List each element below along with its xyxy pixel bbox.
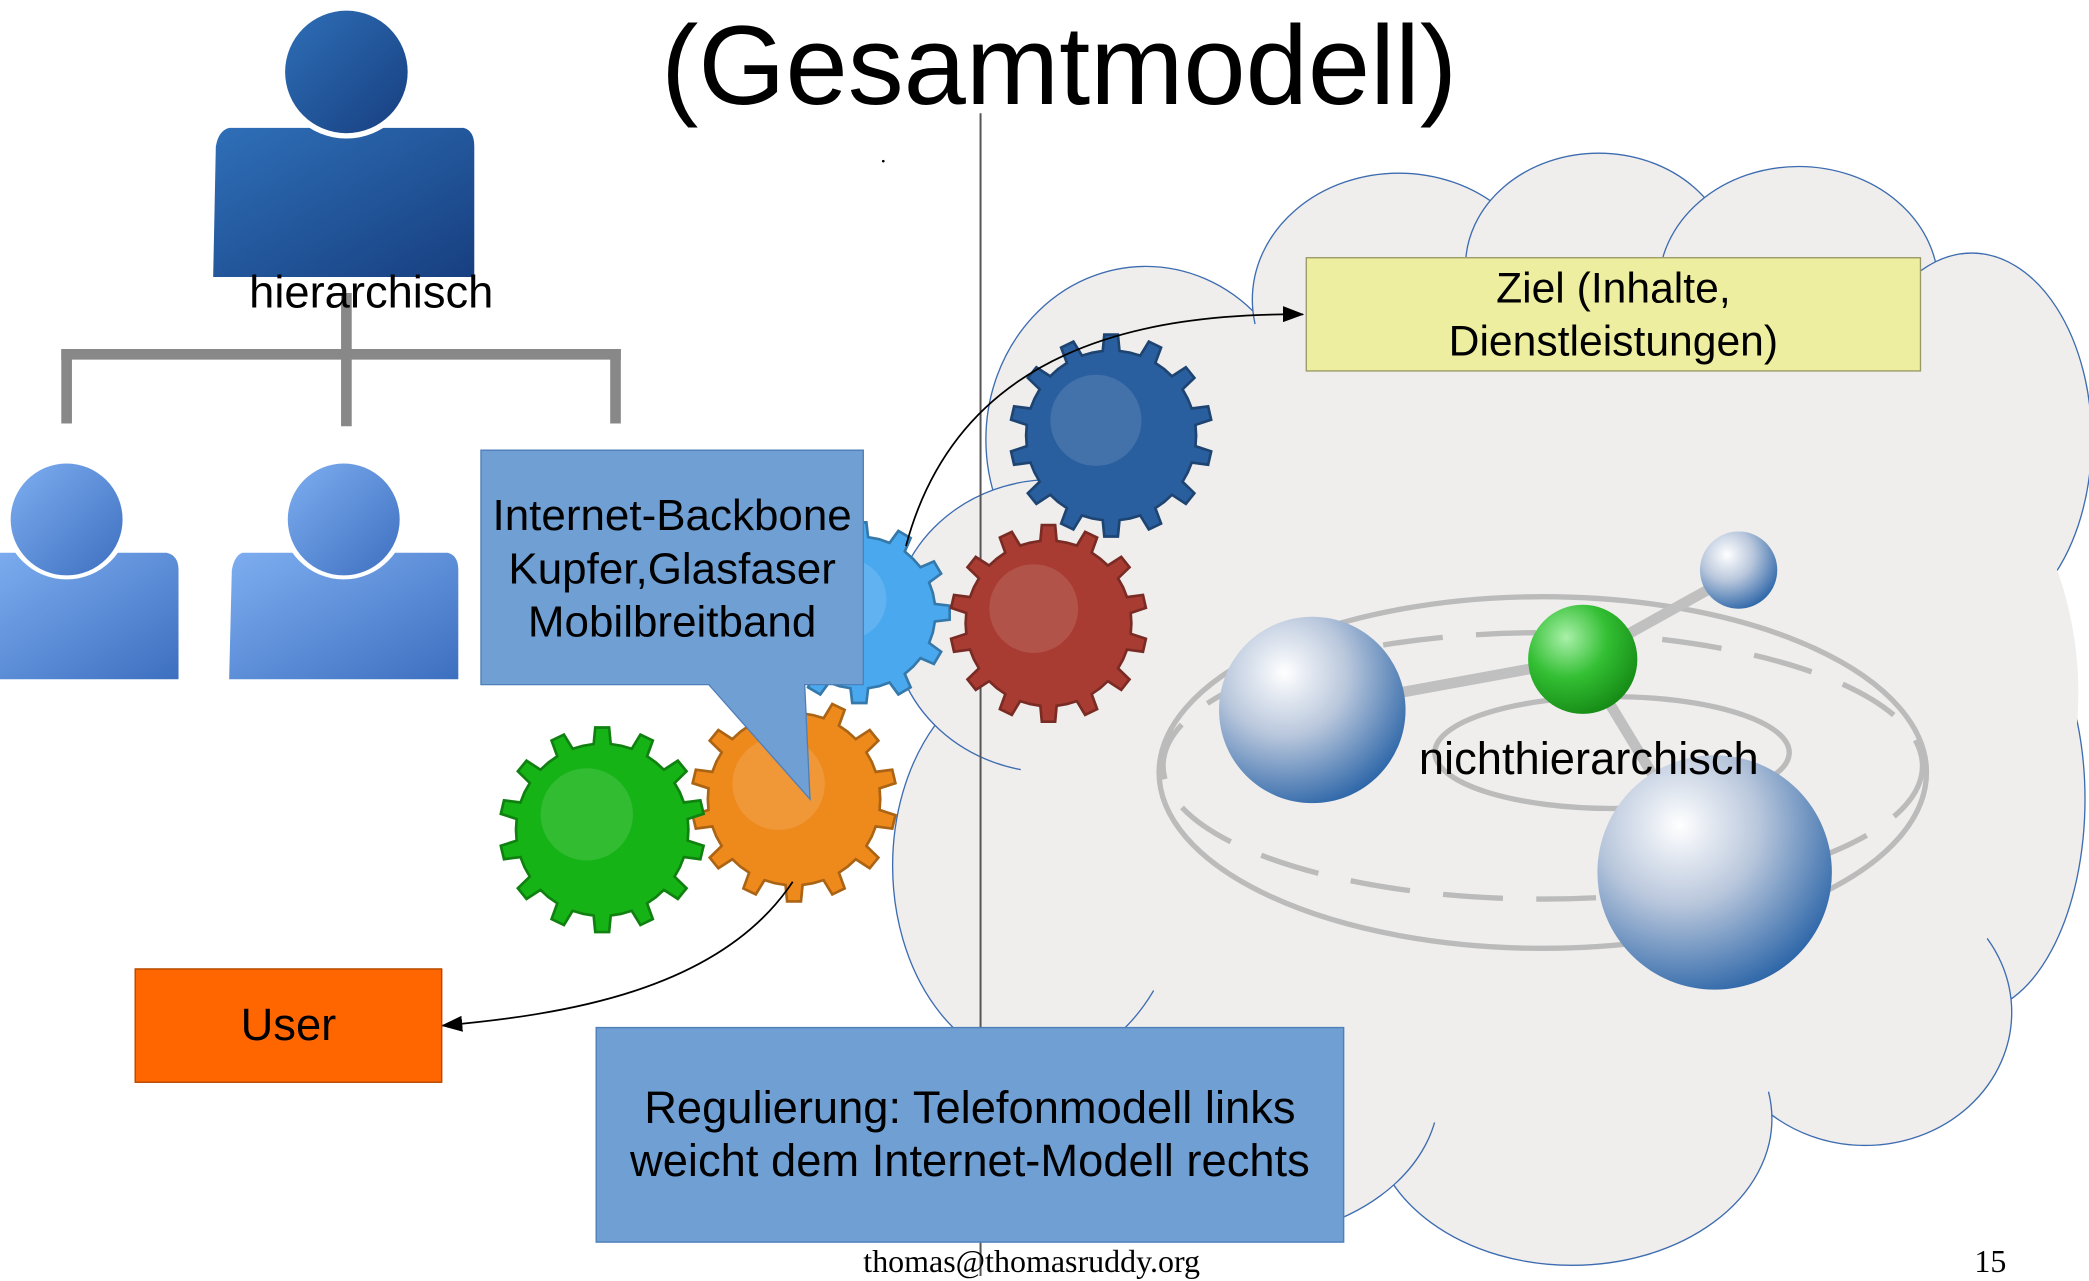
dot-mark [881, 159, 885, 163]
footer-email: thomas@thomasruddy.org [863, 1245, 1201, 1280]
person-icon-middle [219, 454, 467, 688]
arrow-to-user [440, 881, 794, 1032]
sphere-large-left [1219, 616, 1406, 804]
gear-dark-red-highlight [989, 564, 1079, 653]
sphere-small [1699, 531, 1778, 609]
backbone-callout-text: Internet-Backbone Kupfer,Glasfaser Mobil… [492, 490, 852, 646]
orbit-diagram [1156, 594, 1930, 952]
gear-dark-red [949, 523, 1148, 723]
person-icon-left [0, 454, 187, 688]
gear-orange [691, 695, 897, 903]
goal-box: Ziel (Inhalte, Dienstleistungen) [1305, 257, 1922, 372]
regulation-note: Regulierung: Telefonmodell links weicht … [595, 1026, 1345, 1243]
gear-green [499, 726, 706, 934]
user-box: User [134, 968, 443, 1083]
page-number: 15 [1974, 1245, 2007, 1280]
arrow-to-goal [905, 306, 1305, 547]
callout-shape [480, 449, 864, 802]
gear-dark-blue [1009, 333, 1213, 538]
gear-dark-blue-highlight [1050, 374, 1142, 466]
hierarchy-connectors [61, 293, 621, 427]
sphere-green [1528, 604, 1638, 714]
hierarchical-label: hierarchisch [249, 267, 494, 319]
non-hierarchical-label: nichthierarchisch [1418, 733, 1759, 785]
gear-green-highlight [540, 768, 633, 861]
person-icon-top [206, 0, 483, 287]
slide-title: (Gesamtmodell) [661, 2, 1458, 128]
sphere-large-right [1597, 755, 1832, 990]
